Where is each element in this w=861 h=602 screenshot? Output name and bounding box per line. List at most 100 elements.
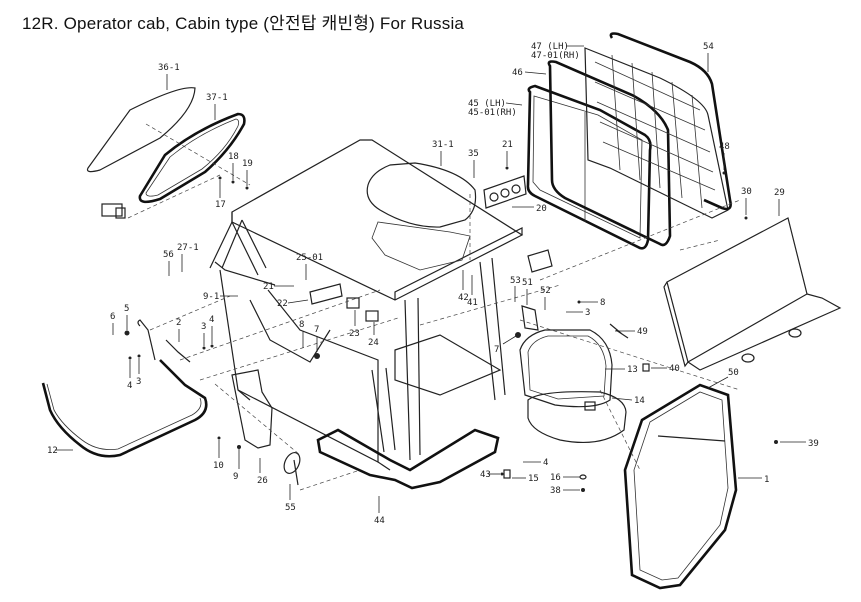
callout-label: 25-01 [296, 253, 323, 263]
callout-14: 14 [611, 396, 645, 406]
callout-label: 5 [124, 304, 129, 314]
callout-label: 18 [228, 152, 239, 162]
callout-21-side: 21 [263, 282, 294, 292]
callout-45: 45 (LH) 45-01(RH) [468, 99, 523, 118]
callout-label: 14 [634, 396, 645, 406]
callout-label: 9-1 [203, 292, 219, 302]
callout-44: 4 [523, 458, 548, 468]
callout-7-right: 7 [494, 332, 521, 355]
cab-frame-part [209, 139, 524, 471]
callout-label: 43 [480, 470, 491, 480]
callout-48: 48 [719, 142, 730, 175]
callout-47: 47 (LH) 47-01(RH) [531, 42, 584, 61]
floor-seal-part [316, 428, 500, 490]
callout-53: 53 [510, 276, 521, 302]
switch-plate-part [309, 283, 343, 305]
diagram-title: 12R. Operator cab, Cabin type (안전탑 캐빈형) … [22, 14, 465, 33]
callout-4-bottom: 43 [480, 469, 511, 480]
callout-46: 46 [512, 68, 547, 78]
callout-39: 39 [774, 439, 819, 449]
callout-5: 5 [124, 304, 130, 336]
callout-label: 24 [368, 338, 379, 348]
callout-27-1: 27-1 [177, 243, 199, 272]
callout-3-upper: 3 [201, 322, 206, 350]
indicator-plate-part [483, 175, 527, 209]
callout-label: 42 [458, 293, 469, 303]
callout-label: 13 [627, 365, 638, 375]
callout-label: 39 [808, 439, 819, 449]
callout-label: 8 [600, 298, 605, 308]
callout-label: 29 [774, 188, 785, 198]
callout-label: 35 [468, 149, 479, 159]
callout-42: 42 [458, 270, 469, 303]
callout-36-1: 36-1 [158, 63, 180, 90]
callout-25-01: 25-01 [296, 253, 323, 280]
guard-grid [594, 54, 716, 209]
callout-label: 6 [110, 312, 115, 322]
callout-label: 17 [215, 200, 226, 210]
callout-label: 45 (LH) [468, 99, 506, 109]
grab-handle-part [41, 359, 208, 458]
callout-label: 21 [263, 282, 274, 292]
callout-label: 7 [314, 325, 319, 335]
side-window-part [526, 84, 652, 250]
callout-label: 38 [550, 486, 561, 496]
rear-panel-part [663, 217, 842, 371]
seat-part [519, 329, 627, 444]
callout-label: 16 [550, 473, 561, 483]
callout-label: 37-1 [206, 93, 228, 103]
callout-37-1: 37-1 [206, 93, 228, 120]
callout-label: 9 [233, 472, 238, 482]
callout-label: 50 [728, 368, 739, 378]
callout-22: 22 [277, 299, 309, 309]
callout-24: 24 [368, 322, 379, 348]
callout-23: 23 [349, 310, 360, 339]
callout-38: 1 [738, 475, 769, 485]
callout-15: 16 [550, 473, 587, 483]
callout-label: 47-01(RH) [531, 51, 580, 61]
callout-16: 38 [550, 486, 585, 496]
callout-label: 10 [213, 461, 224, 471]
callout-56: 56 [163, 250, 174, 276]
wiper-motor-part [101, 203, 126, 219]
callout-35: 35 [468, 149, 479, 178]
light-part [527, 249, 553, 273]
callout-label: 48 [719, 142, 730, 152]
callout-label: 4 [543, 458, 548, 468]
callout-label: 45-01(RH) [468, 108, 517, 118]
callout-label: 3 [585, 308, 590, 318]
callout-label: 7 [494, 345, 499, 355]
callout-1: 12 [47, 446, 73, 456]
callout-31-1: 31-1 [432, 140, 454, 166]
callout-label: 8 [299, 320, 304, 330]
callout-label: 19 [242, 159, 253, 169]
callout-21-top: 21 [502, 140, 513, 170]
callout-4-upper: 4 [209, 315, 214, 348]
callout-label: 15 [528, 474, 539, 484]
callout-20: 20 [512, 204, 547, 214]
callout-label: 44 [374, 516, 385, 526]
side-plate-part [231, 369, 273, 449]
callout-label: 30 [741, 187, 752, 197]
side-frame-seal-part [609, 32, 732, 211]
callout-12: 10 [213, 436, 224, 471]
callout-19: 19 [242, 159, 253, 190]
callout-10: 9 [233, 445, 241, 482]
callout-8-left: 8 [299, 320, 304, 348]
callout-54: 54 [703, 42, 714, 72]
callout-29: 29 [774, 188, 785, 216]
callout-label: 49 [637, 327, 648, 337]
mirror-part [283, 452, 301, 486]
callout-label: 23 [349, 329, 360, 339]
callout-52: 52 [540, 286, 551, 310]
door-part [623, 383, 738, 590]
callout-label: 52 [540, 286, 551, 296]
callout-label: 2 [176, 318, 181, 328]
callout-label: 1 [764, 475, 769, 485]
side-window-guard-part [584, 47, 729, 219]
callout-4-lower: 4 [127, 356, 132, 391]
lever-part [137, 319, 191, 363]
callout-label: 47 (LH) [531, 42, 569, 52]
callout-41: 41 [467, 275, 478, 308]
